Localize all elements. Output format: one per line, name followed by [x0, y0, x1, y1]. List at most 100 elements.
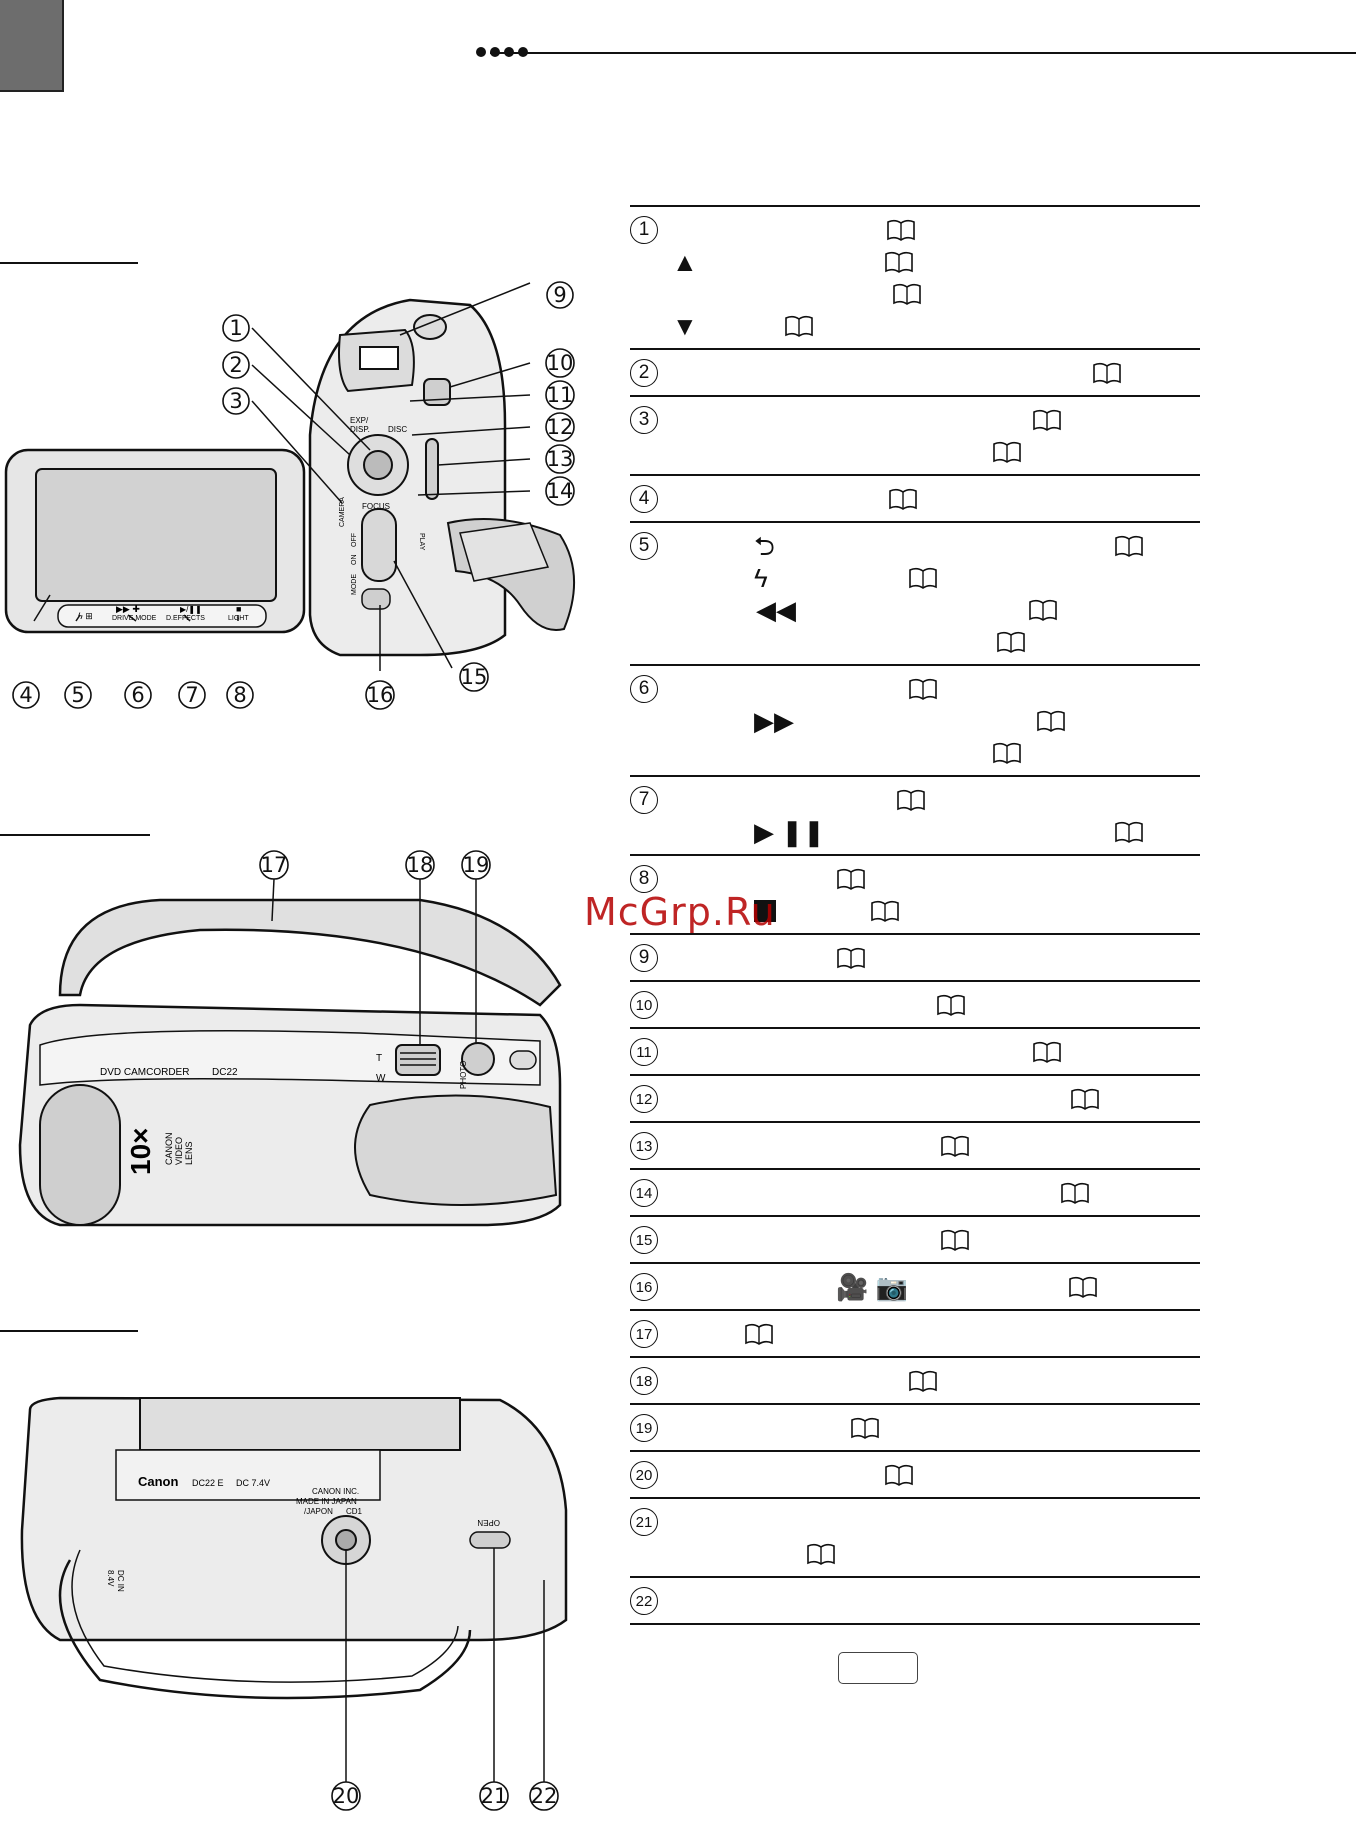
book-reference-icon [1060, 1182, 1090, 1204]
legend-line: 21 [630, 1506, 1200, 1538]
callout-19: 19 [463, 853, 490, 877]
legend-glyph-icon: ◀◀ [756, 595, 796, 625]
legend-number: 18 [630, 1367, 658, 1395]
lens-text-1: CANON [164, 1132, 174, 1165]
w-label: W [376, 1073, 386, 1084]
header-rule [490, 52, 1356, 54]
legend-number: 9 [630, 944, 658, 972]
book-reference-icon [1092, 362, 1122, 384]
play-label: PLAY [418, 533, 425, 551]
book-reference-icon [1032, 409, 1062, 431]
callout-10: 10 [547, 351, 574, 375]
disc-label: DISC [388, 425, 407, 434]
book-reference-icon [1070, 1088, 1100, 1110]
legend-glyph-icon: ▼ [672, 311, 698, 341]
legend-line: 13 [630, 1130, 1200, 1162]
photo-label: PHOTO [459, 1061, 468, 1089]
lens-text-2: VIDEO [174, 1137, 184, 1165]
book-reference-icon [806, 1543, 836, 1565]
open-label: OPEN [477, 1518, 500, 1527]
japon-text: /JAPON [304, 1507, 333, 1516]
book-reference-icon [892, 283, 922, 305]
legend-line: 10 [630, 989, 1200, 1021]
book-reference-icon [992, 441, 1022, 463]
svg-text:▶/❚❚: ▶/❚❚ [180, 605, 202, 614]
zoom-text: 10× [125, 1128, 156, 1176]
legend-line [630, 626, 1200, 658]
legend-row: 20 [630, 1450, 1200, 1497]
book-reference-icon [1032, 1041, 1062, 1063]
legend-glyph-icon: 🎥 📷 [836, 1272, 908, 1302]
drive-mode-label: DRIVE MODE [112, 615, 157, 622]
legend-line: 7 [630, 784, 1200, 816]
legend-number: 5 [630, 532, 658, 560]
watermark: McGrp.Ru [584, 890, 776, 934]
svg-text:■: ■ [236, 604, 241, 614]
book-reference-icon [896, 789, 926, 811]
legend-glyph-icon: ▶ ❚❚ [754, 817, 825, 847]
book-reference-icon [1114, 535, 1144, 557]
mode-label: MODE [351, 574, 358, 595]
legend-line: 14 [630, 1177, 1200, 1209]
legend-line: 17 [630, 1318, 1200, 1350]
legend-number: 17 [630, 1320, 658, 1348]
callout-9: 9 [553, 283, 566, 307]
focus-label: FOCUS [362, 502, 390, 511]
legend-line: 3 [630, 404, 1200, 436]
stop-icon [754, 900, 776, 922]
legend-row: 6▶▶ [630, 664, 1200, 775]
camcorder-bottom-figure: Canon DC22 E DC 7.4V CANON INC. MADE IN … [20, 1396, 568, 1811]
brand-text: Canon [138, 1474, 179, 1489]
book-reference-icon [886, 219, 916, 241]
book-reference-icon [992, 742, 1022, 764]
callout-1: 1 [229, 316, 242, 340]
legend-line [630, 436, 1200, 468]
legend-line: 5⮌ [630, 530, 1200, 562]
callout-21: 21 [481, 1784, 508, 1808]
legend-line: 12 [630, 1083, 1200, 1115]
legend-number: 7 [630, 786, 658, 814]
callout-22: 22 [531, 1784, 558, 1808]
legend-row: 4 [630, 474, 1200, 521]
exp-label: EXP/ [350, 416, 369, 425]
svg-text:▶▶ ✚: ▶▶ ✚ [116, 604, 140, 614]
legend-line: 2 [630, 357, 1200, 389]
legend-row: 13 [630, 1121, 1200, 1168]
callout-3: 3 [229, 389, 242, 413]
legend-row: 14 [630, 1168, 1200, 1215]
page-reference-box [838, 1652, 918, 1684]
callout-5: 5 [71, 683, 84, 707]
legend-line [630, 1538, 1200, 1570]
book-reference-icon [836, 868, 866, 890]
book-reference-icon [784, 315, 814, 337]
section-rule-top [0, 834, 150, 836]
book-reference-icon [744, 1323, 774, 1345]
legend-line [630, 278, 1200, 310]
book-reference-icon [996, 631, 1026, 653]
callout-17: 17 [261, 853, 288, 877]
book-reference-icon [936, 994, 966, 1016]
legend-number: 12 [630, 1085, 658, 1113]
callout-12: 12 [547, 415, 574, 439]
legend-number: 3 [630, 406, 658, 434]
callout-20: 20 [333, 1784, 360, 1808]
book-reference-icon [940, 1135, 970, 1157]
legend-row: 21 [630, 1497, 1200, 1576]
legend-number: 11 [630, 1038, 658, 1066]
legend-row: 2 [630, 348, 1200, 395]
legend-number: 19 [630, 1414, 658, 1442]
legend-line: 9 [630, 942, 1200, 974]
legend-number: 22 [630, 1587, 658, 1615]
camcorder-front-figure: ϟ ⊞ DRIVE MODE D.EFFECTS LIGHT ▶▶ ✚ ▶/❚❚… [4, 281, 576, 710]
legend-row: 18 [630, 1356, 1200, 1403]
legend-line [630, 737, 1200, 769]
callout-7: 7 [185, 683, 198, 707]
off-label: OFF [351, 533, 358, 547]
camera-label: CAMERA [339, 497, 346, 527]
legend-line: ▶▶ [630, 705, 1200, 737]
legend-number: 14 [630, 1179, 658, 1207]
book-reference-icon [908, 678, 938, 700]
model-line-text: DVD CAMCORDER [100, 1067, 189, 1078]
legend-row: 7 ▶ ❚❚ [630, 775, 1200, 854]
legend-row: 19 [630, 1403, 1200, 1450]
